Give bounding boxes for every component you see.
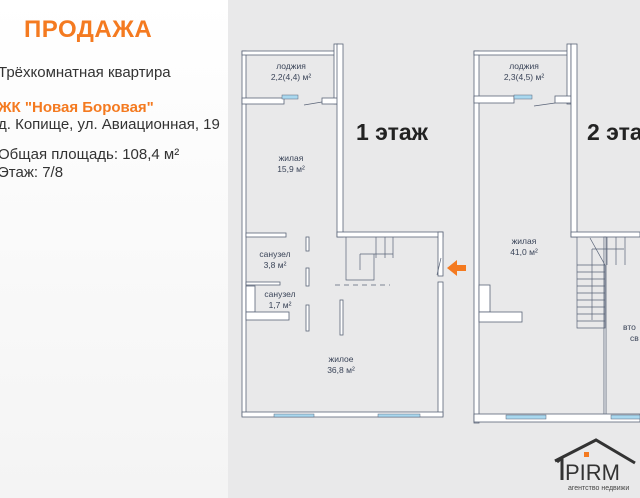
logo-subtitle: агентство недвижи: [568, 485, 629, 492]
room-area: 36,8 м²: [327, 365, 355, 375]
staircase-floor-2-icon: [533, 102, 626, 329]
room-area: 2,3(4,5) м²: [504, 72, 544, 82]
complex-name: ЖК "Новая Боровая": [0, 99, 154, 116]
room-name: жилая: [279, 153, 304, 163]
plan-floor-2: [473, 43, 640, 424]
room-name: жилая: [512, 236, 537, 246]
room-name: жилое: [329, 354, 354, 364]
floor-2-label: 2 эта: [587, 119, 640, 145]
room-area: 2,2(4,4) м²: [271, 72, 311, 82]
apartment-type: Трёхкомнатная квартира: [0, 64, 171, 81]
floor-info: Этаж: 7/8: [0, 164, 64, 181]
address: д. Копище, ул. Авиационная, 19: [0, 116, 220, 133]
room-name: лоджия: [276, 61, 306, 71]
staircase-floor-1-icon: [303, 101, 442, 286]
total-area: Общая площадь: 108,4 м²: [0, 146, 180, 163]
entrance-arrow-icon: [447, 260, 466, 276]
room-area: св: [630, 333, 639, 343]
room-area: 3,8 м²: [264, 260, 287, 270]
room-name: вто: [623, 322, 636, 332]
windows-floor-1: [273, 94, 421, 418]
info-panel: ПРОДАЖА Трёхкомнатная квартира ЖК "Новая…: [0, 0, 228, 498]
floor-1-label: 1 этаж: [356, 119, 429, 145]
room-area: 41,0 м²: [510, 247, 538, 257]
room-area: 15,9 м²: [277, 164, 305, 174]
agency-logo: PIRM агентство недвижи: [554, 438, 636, 492]
plan-floor-1: [241, 43, 444, 418]
windows-floor-2: [505, 94, 640, 420]
room-name: санузел: [259, 249, 290, 259]
listing-title: ПРОДАЖА: [24, 16, 153, 43]
room-area: 1,7 м²: [269, 300, 292, 310]
room-name: санузел: [264, 289, 295, 299]
room-name: лоджия: [509, 61, 539, 71]
logo-text: PIRM: [565, 460, 620, 485]
